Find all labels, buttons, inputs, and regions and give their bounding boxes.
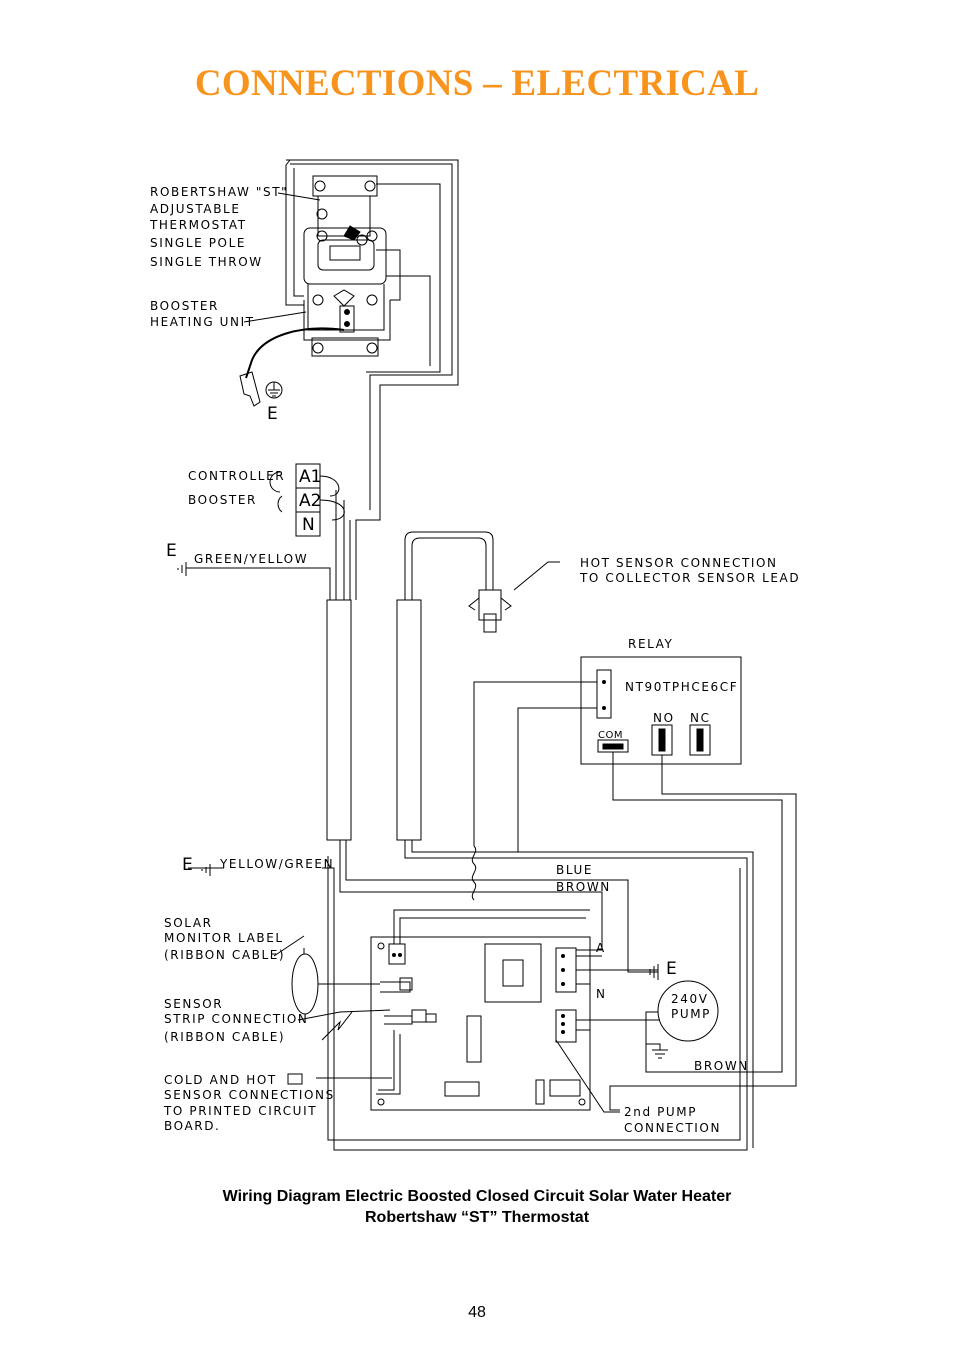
label-yellow-green: YELLOW/GREEN — [219, 857, 334, 871]
cable-sleeve-left — [326, 599, 352, 841]
booster-earth-lead — [239, 327, 345, 407]
label-second-pump-line1: 2nd PUMP — [624, 1105, 697, 1119]
label-brown: BROWN — [556, 880, 611, 894]
label-hot-sensor-line1: HOT SENSOR CONNECTION — [580, 556, 778, 570]
figure-caption-line2: Robertshaw “ST” Thermostat — [364, 1209, 590, 1226]
label-pcb-a: A — [596, 941, 606, 955]
label-relay-no: NO — [653, 711, 675, 725]
label-relay-nc: NC — [690, 711, 711, 725]
label-sensor-line1: SENSOR — [164, 997, 223, 1011]
terminal-cables — [186, 490, 351, 600]
label-pump-brown: BROWN — [694, 1059, 749, 1073]
label-cold-hot-line1: COLD AND HOT — [164, 1073, 277, 1087]
label-pcb-n: N — [596, 987, 607, 1001]
page-number: 48 — [468, 1304, 486, 1321]
label-pump-line1: 240V — [671, 992, 709, 1006]
cable-sleeve-right — [396, 599, 422, 841]
earth-symbols — [177, 562, 659, 980]
label-cold-hot-line2: SENSOR CONNECTIONS — [164, 1088, 335, 1102]
label-thermostat-line5: SINGLE THROW — [150, 255, 263, 269]
label-cold-hot-line4: BOARD. — [164, 1119, 220, 1133]
page-title: CONNECTIONS – ELECTRICAL — [194, 63, 760, 104]
label-hot-sensor-line2: TO COLLECTOR SENSOR LEAD — [579, 571, 800, 585]
label-booster-line2: HEATING UNIT — [150, 315, 255, 329]
label-relay-model: NT90TPHCE6CF — [625, 680, 738, 694]
label-second-pump-line2: CONNECTION — [624, 1121, 721, 1135]
relay-wires — [473, 681, 797, 1111]
figure-caption-line1: Wiring Diagram Electric Boosted Closed C… — [222, 1188, 732, 1205]
label-thermostat-line1: ROBERTSHAW "ST" — [150, 185, 288, 199]
label-sensor-line3: (RIBBON CABLE) — [164, 1030, 285, 1044]
diagram-labels: ROBERTSHAW "ST" ADJUSTABLE THERMOSTAT SI… — [149, 185, 800, 1135]
label-thermostat-line3: THERMOSTAT — [149, 218, 247, 232]
thermostat-assembly — [303, 175, 401, 357]
label-terminal-a1: A1 — [299, 467, 321, 487]
label-terminal-n: N — [302, 515, 315, 535]
hot-sensor-lead — [404, 531, 560, 633]
label-booster-terminal: BOOSTER — [188, 493, 257, 507]
label-thermostat-line2: ADJUSTABLE — [150, 202, 241, 216]
pcb-board — [287, 909, 660, 1111]
solar-monitor-label — [291, 948, 380, 1015]
label-solar-line2: MONITOR LABEL — [164, 931, 284, 945]
label-pump-line2: PUMP — [671, 1007, 711, 1021]
label-earth-green: E — [166, 541, 177, 561]
label-earth-pcb: E — [666, 959, 677, 979]
label-solar-line1: SOLAR — [164, 916, 213, 930]
label-booster-line1: BOOSTER — [150, 299, 219, 313]
label-earth-yellow: E — [182, 855, 193, 875]
label-relay-com: COM — [598, 730, 623, 741]
leader-lines — [243, 192, 620, 1113]
label-green-yellow: GREEN/YELLOW — [194, 552, 308, 566]
sleeve-wires — [188, 840, 754, 1151]
label-controller: CONTROLLER — [188, 469, 285, 483]
label-sensor-line2: STRIP CONNECTION — [164, 1012, 309, 1026]
label-thermostat-line4: SINGLE POLE — [150, 236, 246, 250]
label-cold-hot-line3: TO PRINTED CIRCUIT — [163, 1104, 317, 1118]
label-relay: RELAY — [628, 637, 674, 651]
label-blue: BLUE — [556, 863, 593, 877]
relay-box — [580, 656, 742, 765]
label-solar-line3: (RIBBON CABLE) — [164, 948, 285, 962]
label-terminal-a2: A2 — [299, 491, 321, 511]
label-earth-top: E — [267, 404, 278, 424]
pump-symbol — [645, 980, 719, 1059]
